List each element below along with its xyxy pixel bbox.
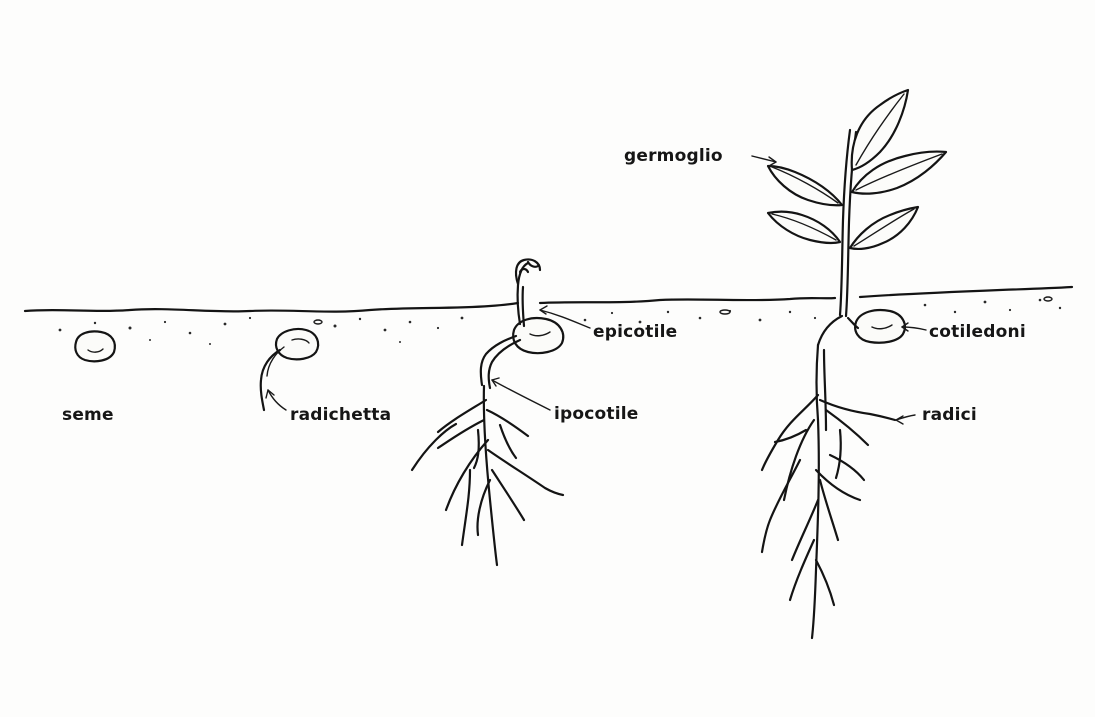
young-plant-stage (762, 90, 946, 638)
label-germoglio: germoglio (624, 146, 723, 166)
pointer-radici (896, 415, 915, 420)
label-epicotile: epicotile (593, 322, 677, 342)
cotyledon-4 (855, 310, 905, 343)
label-cotiledoni: cotiledoni (929, 322, 1026, 342)
soil-surface-line (25, 287, 1072, 312)
leaf-upper-left (768, 166, 842, 205)
label-seme: seme (62, 405, 114, 425)
radicle-stage (261, 329, 318, 410)
pointer-ipocotile (492, 380, 550, 410)
roots-3 (412, 386, 563, 565)
radicle (261, 350, 280, 410)
label-ipocotile: ipocotile (554, 404, 639, 424)
label-radichetta: radichetta (290, 405, 391, 425)
label-radici: radici (922, 405, 977, 425)
seed-stage (75, 331, 115, 361)
seed-shape-2 (276, 329, 318, 359)
roots-4 (762, 345, 895, 638)
seed-shape (75, 331, 115, 361)
